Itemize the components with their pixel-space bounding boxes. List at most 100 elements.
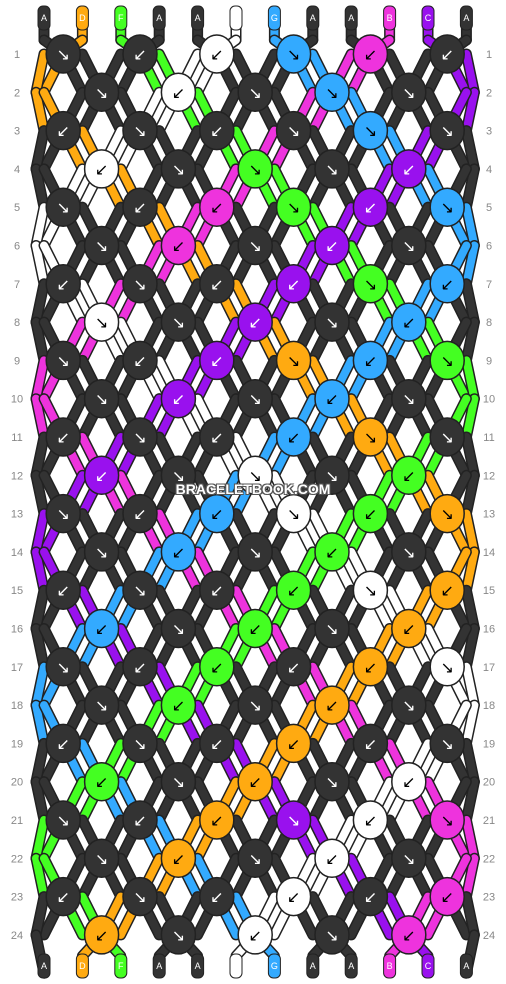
knot-direction-label: ↙ <box>133 505 146 524</box>
row-number-left: 9 <box>14 355 20 367</box>
strand-letter-top: A <box>348 13 354 23</box>
row-number-left: 16 <box>11 624 23 636</box>
knot <box>45 110 81 151</box>
knot <box>199 110 235 151</box>
knot-direction-label: ↘ <box>287 351 300 370</box>
knot <box>199 264 235 304</box>
row-number-right: 20 <box>483 777 495 789</box>
strand-end-top <box>267 5 281 31</box>
knot <box>275 800 312 840</box>
strand-end-top <box>152 5 166 31</box>
knot <box>83 915 120 955</box>
knot <box>314 685 350 725</box>
knot-direction-label: ↙ <box>364 45 377 64</box>
row-number-right: 14 <box>483 547 495 559</box>
knot <box>199 876 235 917</box>
row-number-left: 11 <box>11 432 22 444</box>
knot <box>429 417 465 457</box>
strand-end-bottom <box>152 953 166 979</box>
knot-direction-label: ↘ <box>56 811 69 830</box>
knot <box>275 876 312 917</box>
knot-direction-label: ↙ <box>402 160 415 179</box>
row-number-right: 18 <box>483 700 495 712</box>
knot-direction-label: ↘ <box>325 313 338 332</box>
edge-strand-r19-0 <box>32 739 48 786</box>
strand-end-top <box>344 5 358 31</box>
row-number-right: 16 <box>483 624 495 636</box>
knot-direction-label: ↘ <box>133 428 146 447</box>
knot-direction-label: ↘ <box>56 505 69 524</box>
knot-direction-label: ↙ <box>56 122 69 141</box>
knot-direction-label: ↙ <box>95 926 108 945</box>
knot-direction-label: ↘ <box>287 811 300 830</box>
strand-letter-bottom: A <box>156 961 162 971</box>
knot <box>122 340 158 381</box>
knot <box>391 378 427 419</box>
knot <box>160 72 197 113</box>
knot-direction-label: ↘ <box>440 505 453 524</box>
row-number-left: 2 <box>14 87 20 99</box>
edge-strand-r7-0-b <box>32 318 48 365</box>
knot <box>314 225 350 266</box>
knot <box>83 72 120 113</box>
knot-direction-label: ↘ <box>95 83 108 102</box>
row-number-right: 19 <box>483 738 495 750</box>
edge-strand-r17-11 <box>462 662 479 710</box>
knot <box>83 149 120 189</box>
knot-direction-label: ↙ <box>402 466 415 485</box>
edge-strand-r9-11-b <box>462 394 479 441</box>
edge-strand-r21-11-b <box>462 854 479 901</box>
strand-end-top <box>306 5 320 31</box>
knot <box>160 302 197 342</box>
knot-direction-label: ↙ <box>210 45 223 64</box>
edge-strand-r9-11 <box>462 356 479 403</box>
knot-direction-label: ↙ <box>210 505 223 524</box>
row-number-right: 6 <box>486 241 492 253</box>
edge-strand-r15-11 <box>462 586 479 633</box>
knot-direction-label: ↘ <box>440 658 453 677</box>
knot-direction-label: ↘ <box>248 237 261 256</box>
knot-direction-label: ↘ <box>133 122 146 141</box>
row-number-left: 6 <box>14 241 20 253</box>
knot-direction-label: ↘ <box>95 543 108 562</box>
knot-direction-label: ↙ <box>133 45 146 64</box>
knot <box>314 455 350 496</box>
knot <box>352 340 389 381</box>
knot-direction-label: ↘ <box>364 275 377 294</box>
knot <box>237 761 273 802</box>
knot <box>199 570 235 610</box>
row-number-left: 18 <box>11 700 23 712</box>
knot <box>237 915 273 955</box>
strand-letter-top: E <box>233 13 239 23</box>
row-number-left: 4 <box>14 164 20 176</box>
edge-strand-r17-0-b <box>32 701 48 748</box>
knot <box>429 723 465 764</box>
edge-strand-r3-11 <box>462 126 479 173</box>
row-number-right: 15 <box>483 585 495 597</box>
knot-direction-label: ↙ <box>172 543 185 562</box>
knot <box>429 570 465 610</box>
knot-direction-label: ↘ <box>56 198 69 217</box>
knot <box>160 608 197 649</box>
edge-strand-r17-0 <box>32 662 48 710</box>
row-number-left: 14 <box>11 547 23 559</box>
edge-strand-r13-11 <box>462 509 479 556</box>
knot-direction-label: ↘ <box>56 45 69 64</box>
knot <box>352 876 389 917</box>
strand-letter-top: B <box>387 13 393 23</box>
knot <box>45 800 81 840</box>
knot-direction-label: ↙ <box>287 275 300 294</box>
knot-direction-label: ↙ <box>210 811 223 830</box>
knot-direction-label: ↙ <box>325 696 338 715</box>
knot <box>275 34 312 74</box>
knot <box>237 149 273 189</box>
edge-strand-r3-11-b <box>462 164 479 212</box>
knot <box>391 532 427 572</box>
knot <box>160 149 197 189</box>
knot <box>314 608 350 649</box>
knot-direction-label: ↘ <box>287 122 300 141</box>
knot <box>237 72 273 113</box>
knot-direction-label: ↘ <box>364 581 377 600</box>
row-number-right: 1 <box>486 49 492 61</box>
knot-direction-label: ↘ <box>364 122 377 141</box>
